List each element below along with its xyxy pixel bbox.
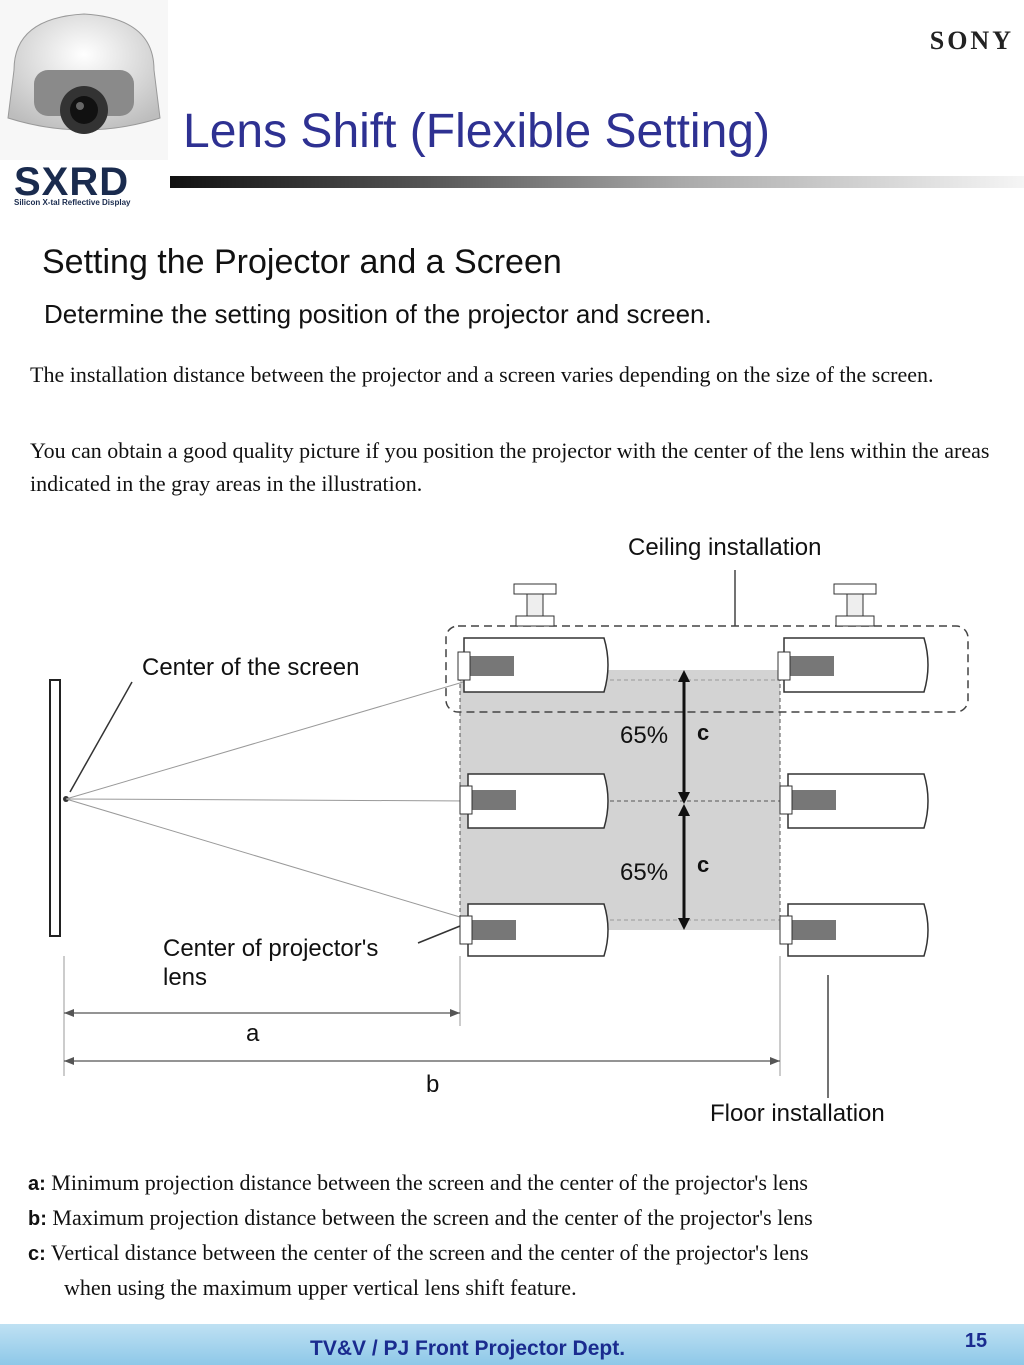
manual-paragraph-1: The installation distance between the pr…	[30, 362, 934, 387]
definition-a: a: Minimum projection distance between t…	[28, 1170, 808, 1195]
dimension-c-upper	[678, 670, 690, 804]
title-underline-bar	[170, 176, 1024, 188]
lens-center-label-line2: lens	[163, 964, 207, 991]
sxrd-logo: SXRD	[14, 160, 130, 204]
dimension-c-lower-label: c	[697, 852, 709, 877]
shift-upper-percent: 65%	[620, 722, 668, 749]
definition-c-continued: when using the maximum upper vertical le…	[64, 1275, 577, 1300]
floor-installation-label: Floor installation	[710, 1100, 885, 1127]
dimension-a-label: a	[246, 1020, 260, 1047]
dimension-b-line	[64, 1057, 780, 1065]
footer-bar	[0, 1324, 1024, 1365]
page-title: Lens Shift (Flexible Setting)	[183, 105, 770, 158]
ceiling-mount-left	[513, 583, 557, 627]
definitions-list: a: Minimum projection distance between t…	[28, 1166, 1018, 1305]
projector-ceiling-near	[457, 637, 609, 693]
projector-product-image	[0, 0, 168, 160]
page-number: 15	[964, 1330, 988, 1352]
lens-center-label-line1: Center of projector's	[163, 935, 378, 962]
ceiling-installation-outline	[445, 625, 969, 713]
projector-middle-far	[779, 773, 929, 829]
sony-brand-logo: SONY	[929, 26, 1014, 55]
section-heading: Setting the Projector and a Screen	[42, 243, 562, 281]
shift-lower-percent: 65%	[620, 859, 668, 886]
projector-floor-near	[459, 903, 609, 957]
projector-floor-far	[779, 903, 929, 957]
ceiling-mount-right	[833, 583, 877, 627]
screen-center-label: Center of the screen	[142, 654, 359, 681]
projector-ceiling-far	[777, 637, 929, 693]
section-description: Determine the setting position of the pr…	[44, 299, 712, 329]
installation-diagram: Ceiling installation Center of the scree…	[49, 534, 969, 1127]
manual-paragraph-2: You can obtain a good quality picture if…	[30, 438, 990, 496]
dimension-c-upper-label: c	[697, 720, 709, 745]
definition-b: b: Maximum projection distance between t…	[28, 1205, 813, 1230]
definition-c: c: Vertical distance between the center …	[28, 1240, 809, 1265]
footer-department: TV&V / PJ Front Projector Dept.	[310, 1337, 626, 1360]
ceiling-installation-label: Ceiling installation	[628, 534, 821, 561]
screen	[49, 679, 61, 937]
sxrd-logo-subtitle: Silicon X-tal Reflective Display	[14, 198, 131, 207]
dimension-a-line	[64, 1009, 460, 1017]
projector-middle-near	[459, 773, 609, 829]
dimension-b-label: b	[426, 1071, 439, 1098]
dimension-c-lower	[678, 804, 690, 930]
